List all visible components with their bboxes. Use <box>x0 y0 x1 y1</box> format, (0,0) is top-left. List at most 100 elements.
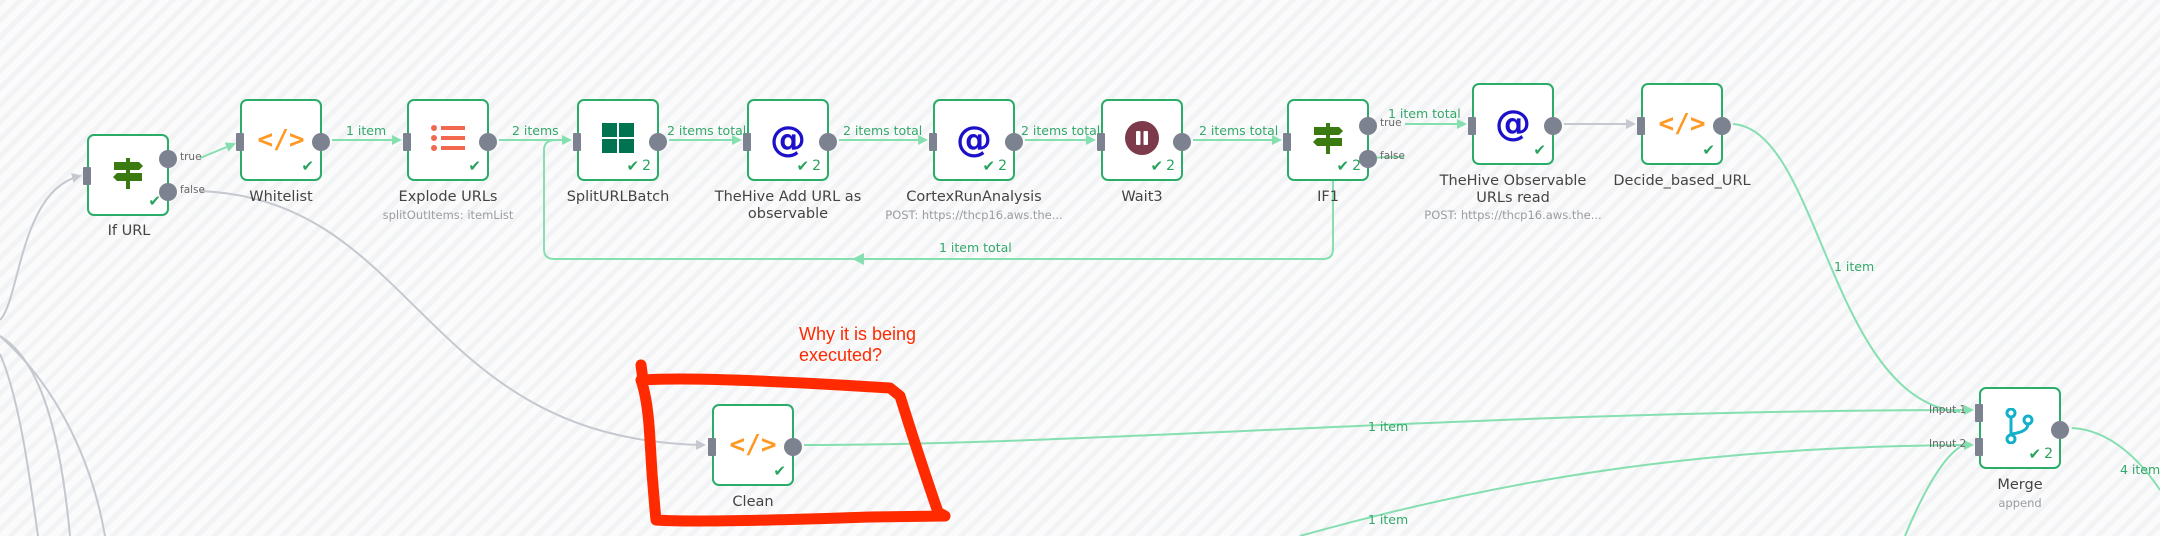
node-if-url[interactable]: ✔ <box>83 134 177 216</box>
at-icon: @ <box>770 119 806 161</box>
node-title: CortexRunAnalysis <box>906 189 1042 205</box>
node-subtitle: splitOutItems: itemList <box>382 208 514 222</box>
port-label-true: true <box>1380 117 1402 129</box>
success-check-icon: ✔2 <box>626 157 652 175</box>
edge-label: 1 item <box>346 123 387 138</box>
edge-left-curve-1 <box>0 335 71 536</box>
output-port[interactable] <box>819 133 837 151</box>
at-icon: @ <box>956 119 992 161</box>
node-split-url-batch[interactable]: ✔2 <box>573 99 667 181</box>
edge-left-curve-2 <box>0 335 106 536</box>
edge-label: 1 item <box>1834 259 1875 274</box>
run-count: 2 <box>2044 446 2053 462</box>
output-port[interactable] <box>2051 421 2069 439</box>
node-merge[interactable]: ✔2 <box>1975 387 2069 469</box>
edge-decide-merge <box>1732 123 1961 413</box>
pause-icon <box>1125 121 1159 159</box>
output-port[interactable] <box>479 133 497 151</box>
node-title: Wait3 <box>1121 189 1163 205</box>
input-port-2[interactable] <box>1975 438 1983 456</box>
success-check-icon: ✔2 <box>2028 445 2054 463</box>
input-port[interactable] <box>743 133 751 151</box>
annotation-line-1: Why it is being <box>799 324 917 344</box>
edge-label: 2 items <box>512 123 559 138</box>
edge-label: 1 item total <box>1388 106 1461 121</box>
node-subtitle: append <box>1998 496 2042 510</box>
output-port[interactable] <box>1713 117 1731 135</box>
input-port[interactable] <box>708 438 716 456</box>
edge-merge-out <box>2071 427 2160 491</box>
success-check-icon: ✔ <box>1533 141 1546 159</box>
run-count: 2 <box>998 158 1007 174</box>
edge-label: 1 item <box>1368 512 1409 527</box>
node-wait3[interactable]: ✔2 <box>1097 99 1191 181</box>
edge-if-url-false-clean <box>199 190 706 450</box>
success-check-icon: ✔2 <box>1150 157 1176 175</box>
node-title: Explode URLs <box>398 189 498 205</box>
output-port[interactable] <box>312 133 330 151</box>
output-port-true[interactable] <box>1359 117 1377 135</box>
node-explode-urls[interactable]: ✔ <box>403 99 497 181</box>
edge-label: 2 items total <box>667 123 747 138</box>
port-label-true: true <box>180 151 202 163</box>
edge-label: 2 items total <box>1021 123 1101 138</box>
node-subtitle: POST: https://thcp16.aws.the... <box>885 208 1063 222</box>
edge-bottom-merge2 <box>1299 440 1974 536</box>
node-thehive-observable[interactable]: @ ✔ <box>1468 83 1562 165</box>
edge-merge2-down <box>1904 446 1961 536</box>
annotation-line-2: executed? <box>799 345 883 365</box>
node-clean[interactable]: </> ✔ <box>708 404 802 486</box>
node-title: TheHive Observable URLs read <box>1439 173 1587 206</box>
input-port-1[interactable] <box>1975 404 1983 422</box>
run-count: 2 <box>1166 158 1175 174</box>
output-port[interactable] <box>1005 133 1023 151</box>
success-check-icon: ✔ <box>1702 141 1715 159</box>
edge-left-curve-3 <box>0 353 39 536</box>
output-port-false[interactable] <box>159 183 177 201</box>
node-title: IF1 <box>1317 189 1339 205</box>
code-icon: </> <box>257 125 305 155</box>
input-port[interactable] <box>573 133 581 151</box>
edge-left-to-if-url <box>0 172 82 321</box>
input-port[interactable] <box>83 167 91 185</box>
grid-icon <box>602 123 634 157</box>
at-icon: @ <box>1495 103 1531 145</box>
node-thehive-add[interactable]: @ ✔2 <box>743 99 837 181</box>
input-port[interactable] <box>1283 133 1291 151</box>
node-subtitle: POST: https://thcp16.aws.the... <box>1424 208 1602 222</box>
edge-label: 1 item total <box>939 240 1012 255</box>
output-port[interactable] <box>784 438 802 456</box>
output-port-true[interactable] <box>159 150 177 168</box>
node-decide-based-url[interactable]: </> ✔ <box>1637 83 1731 165</box>
output-port[interactable] <box>1544 117 1562 135</box>
run-count: 2 <box>1352 158 1361 174</box>
input-port[interactable] <box>1637 117 1645 135</box>
input-port[interactable] <box>403 133 411 151</box>
loop-arrow <box>852 253 864 265</box>
node-title: Decide_based_URL <box>1613 173 1751 189</box>
output-port[interactable] <box>649 133 667 151</box>
input-port[interactable] <box>1097 133 1105 151</box>
node-title: TheHive Add URL as observable <box>714 189 862 222</box>
edge-label: 1 item <box>1368 419 1409 434</box>
node-title: Merge <box>1997 477 2043 493</box>
merge-icon <box>2005 407 2035 448</box>
node-whitelist[interactable]: </> ✔ <box>236 99 330 181</box>
success-check-icon: ✔2 <box>796 157 822 175</box>
run-count: 2 <box>642 158 651 174</box>
node-title: SplitURLBatch <box>566 189 670 205</box>
output-port-false[interactable] <box>1359 150 1377 168</box>
input-port[interactable] <box>929 133 937 151</box>
edge-label: 4 items <box>2120 462 2160 477</box>
signpost-icon <box>111 156 145 194</box>
input-port[interactable] <box>236 133 244 151</box>
port-label-input1: Input 1 <box>1929 404 1967 416</box>
signpost-icon <box>1311 121 1345 159</box>
node-if1[interactable]: ✔2 <box>1283 99 1377 181</box>
output-port[interactable] <box>1173 133 1191 151</box>
edge-label: 2 items total <box>1199 123 1279 138</box>
node-cortex-run-analysis[interactable]: @ ✔2 <box>929 99 1023 181</box>
input-port[interactable] <box>1468 117 1476 135</box>
